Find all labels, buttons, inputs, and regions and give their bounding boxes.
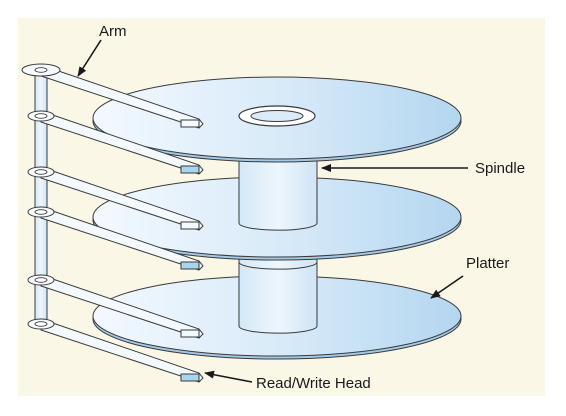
- platter-top: [92, 76, 462, 163]
- head-arm: [27, 166, 204, 231]
- read-write-head: [180, 221, 200, 230]
- head-leader: [204, 370, 253, 383]
- label-platter: Platter: [466, 255, 509, 272]
- label-read-write-head: Read/Write Head: [256, 375, 371, 392]
- read-write-head: [180, 119, 200, 128]
- read-write-head: [180, 329, 200, 338]
- arm-leader: [77, 39, 102, 77]
- head-arm: [27, 274, 204, 339]
- platter-leader: [430, 275, 464, 299]
- read-write-head: [180, 373, 200, 382]
- read-write-head: [180, 165, 200, 174]
- spindle-lower-front: [238, 261, 318, 334]
- spindle-upper-segment: [238, 159, 318, 231]
- head-arm: [27, 206, 204, 271]
- label-spindle: Spindle: [475, 160, 525, 177]
- label-arm: Arm: [99, 23, 127, 40]
- arms: [21, 63, 204, 383]
- read-write-head: [180, 261, 200, 270]
- head-arm: [27, 110, 204, 175]
- head-arm: [27, 318, 204, 383]
- head-arm: [21, 63, 204, 129]
